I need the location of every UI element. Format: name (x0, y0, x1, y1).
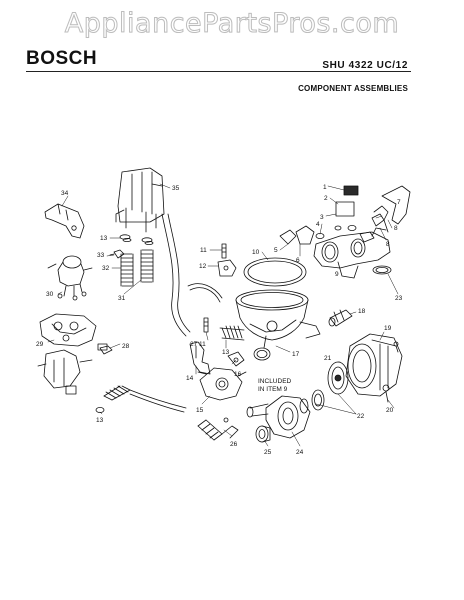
callout-31: 31 (118, 295, 126, 302)
callout-12: 12 (199, 263, 207, 270)
callout-13-upper: 13 (100, 235, 108, 242)
part-21-impeller-housing[interactable] (327, 361, 349, 395)
part-30-valve[interactable] (47, 255, 93, 301)
part-19-motor[interactable] (345, 333, 403, 403)
part-7-cover-bracket[interactable] (373, 185, 411, 233)
callout-2: 2 (324, 195, 328, 202)
callout-4: 4 (316, 221, 320, 228)
callout-labels: 34 35 13 33 32 31 30 29 28 13 11 12 10 2… (36, 184, 403, 456)
callout-24: 24 (296, 449, 304, 456)
part-8-fittings[interactable] (359, 213, 385, 243)
part-25-cap[interactable] (255, 425, 271, 443)
part-13-spring[interactable] (219, 325, 245, 341)
part-13-rings[interactable] (119, 234, 154, 245)
header-divider (26, 71, 411, 72)
callout-17: 17 (292, 351, 300, 358)
callout-20: 20 (386, 407, 394, 414)
callout-11-upper: 11 (200, 247, 207, 254)
included-note-line1: INCLUDED (258, 378, 292, 385)
part-27-drain-hose[interactable] (161, 213, 223, 337)
part-32-corrugated-hose-left[interactable] (120, 253, 134, 287)
part-17-sump[interactable] (235, 289, 321, 361)
part-9-pump-manifold[interactable] (313, 227, 391, 279)
brand-logo: BOSCH (26, 48, 98, 69)
part-13-lower-hose[interactable] (95, 385, 187, 413)
callout-9: 9 (335, 271, 339, 278)
part-10-gasket[interactable] (243, 257, 307, 287)
callout-13-lower: 13 (96, 417, 104, 424)
callout-23: 23 (395, 295, 403, 302)
part-16-fitting[interactable] (227, 351, 245, 367)
callout-19: 19 (384, 325, 392, 332)
callout-27: 27 (190, 341, 198, 348)
callout-15: 15 (196, 407, 204, 414)
part-29-inlet-assembly[interactable] (37, 313, 108, 395)
callout-16: 16 (234, 371, 242, 378)
callout-5: 5 (274, 247, 278, 254)
callout-35: 35 (172, 185, 180, 192)
part-26-hose[interactable] (197, 417, 239, 441)
part-18-heater-sleeve[interactable] (328, 309, 353, 327)
callout-21: 21 (324, 355, 332, 362)
part-11-screw-lower[interactable] (203, 317, 209, 333)
callout-25: 25 (264, 449, 272, 456)
part-23-clamp-ring[interactable] (372, 265, 392, 275)
callout-13-spring: 13 (222, 349, 230, 356)
callout-33: 33 (97, 252, 105, 259)
part-22-seals[interactable] (299, 389, 325, 414)
part-11-screw-upper[interactable] (221, 243, 227, 259)
part-34-cover[interactable] (44, 203, 85, 239)
callout-6: 6 (296, 257, 300, 264)
part-12-bracket[interactable] (217, 259, 237, 277)
part-35-dispenser-tank[interactable] (115, 167, 165, 233)
callout-8-upper: 8 (394, 225, 398, 232)
callout-11-lower: 11 (199, 341, 206, 348)
part-28-clip[interactable] (99, 345, 113, 355)
leader-lines (47, 183, 399, 447)
model-number: SHU 4322 UC/12 (322, 60, 408, 71)
section-title: COMPONENT ASSEMBLIES (298, 84, 408, 93)
callout-30: 30 (46, 291, 54, 298)
callout-3: 3 (320, 214, 324, 221)
callout-29: 29 (36, 341, 44, 348)
callout-10: 10 (252, 249, 260, 256)
callout-14: 14 (186, 375, 194, 382)
included-note-line2: IN ITEM 9 (258, 386, 288, 393)
callout-28: 28 (122, 343, 130, 350)
callout-8-right: 8 (386, 241, 390, 248)
part-31-corrugated-hose-right[interactable] (140, 249, 154, 283)
callout-34: 34 (61, 190, 69, 197)
watermark: AppliancePartsPros.com (64, 8, 400, 40)
callout-1: 1 (323, 184, 327, 191)
callout-22: 22 (357, 413, 365, 420)
part-24-pump-cover[interactable] (246, 395, 311, 439)
part-15-pump-housing[interactable] (197, 367, 247, 401)
callout-32: 32 (102, 265, 110, 272)
callout-7: 7 (397, 199, 401, 206)
callout-18: 18 (358, 308, 366, 315)
callout-26: 26 (230, 441, 238, 448)
